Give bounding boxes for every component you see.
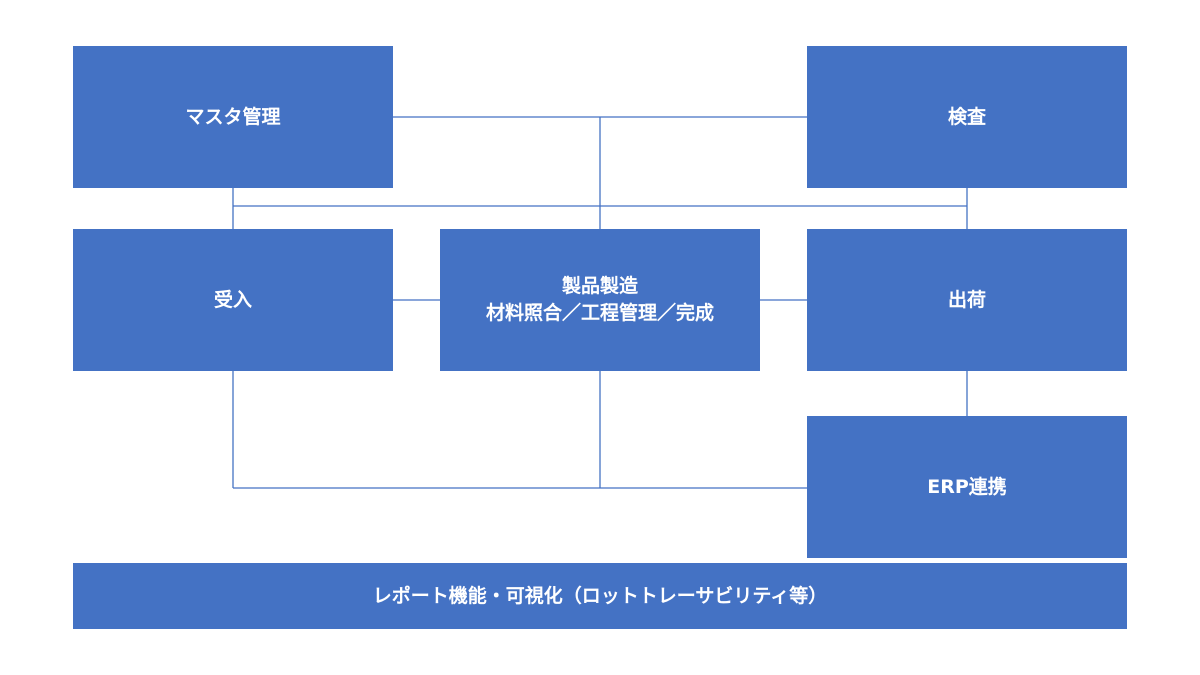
node-erp: ERP連携	[807, 416, 1127, 558]
node-shipping-label: 出荷	[947, 288, 986, 311]
node-receiving-label: 受入	[213, 288, 252, 311]
node-manufacturing-line1: 製品製造	[561, 275, 638, 297]
node-receiving: 受入	[73, 229, 393, 371]
node-shipping: 出荷	[807, 229, 1127, 371]
node-report-label: レポート機能・可視化（ロットトレーサビリティ等）	[372, 584, 828, 607]
node-inspection: 検査	[807, 46, 1127, 188]
node-master: マスタ管理	[73, 46, 393, 188]
node-master-label: マスタ管理	[185, 105, 281, 128]
node-inspection-label: 検査	[947, 105, 986, 128]
node-manufacturing-line2: 材料照合／工程管理／完成	[485, 302, 714, 324]
node-manufacturing: 製品製造 材料照合／工程管理／完成	[440, 229, 760, 371]
node-report: レポート機能・可視化（ロットトレーサビリティ等）	[73, 563, 1127, 629]
node-erp-label: ERP連携	[927, 475, 1007, 498]
